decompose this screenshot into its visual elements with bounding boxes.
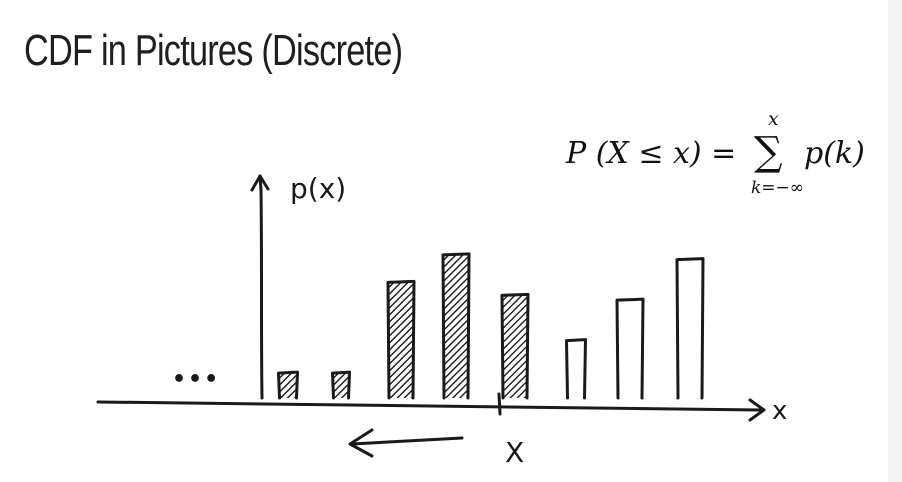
x-value-marker-label: X	[505, 436, 524, 469]
sum-lower-limit: k=−∞	[751, 178, 804, 198]
bar-hatching	[502, 294, 528, 399]
sum-upper-limit: x	[768, 108, 779, 130]
bar-outline	[615, 297, 645, 400]
pmf-bar	[500, 292, 530, 400]
x-value-tick	[497, 392, 502, 416]
bar-outline	[675, 257, 705, 400]
y-axis	[258, 174, 264, 400]
bar-hatching	[278, 372, 298, 398]
pmf-bar	[675, 257, 705, 400]
bar-outline	[565, 338, 587, 400]
bar-hatching	[443, 253, 469, 398]
bar-hatching	[388, 281, 414, 398]
bar-outline	[331, 370, 351, 400]
pmf-bar	[386, 279, 416, 400]
x-axis-label: x	[772, 396, 787, 426]
cumulative-direction-arrowhead	[348, 428, 374, 458]
bar-outline	[500, 292, 530, 400]
cumulative-direction-arrow	[350, 436, 464, 446]
bar-hatching	[332, 372, 350, 398]
formula-summand: p(k)	[804, 136, 865, 171]
pmf-bar	[331, 370, 351, 400]
pmf-bar	[565, 338, 587, 400]
x-axis-arrowhead	[748, 398, 766, 422]
sum-sigma-symbol: ∑	[754, 129, 783, 175]
formula-lhs: P (X ≤ x) =	[566, 136, 737, 171]
right-edge-strip	[888, 0, 902, 482]
bars-group	[277, 252, 705, 400]
y-axis-label: p(x)	[290, 172, 346, 205]
cdf-formula: P (X ≤ x) = x ∑ k=−∞ p(k)	[566, 108, 896, 208]
bar-outline	[277, 370, 299, 400]
ellipsis-dots: •••	[172, 367, 220, 392]
pmf-bar	[277, 370, 299, 400]
x-axis	[96, 400, 762, 412]
bar-outline	[441, 252, 471, 400]
pmf-bar	[615, 297, 645, 400]
bar-outline	[386, 279, 416, 400]
pmf-bar	[441, 252, 471, 400]
slide-title: CDF in Pictures (Discrete)	[24, 26, 403, 75]
y-axis-arrowhead	[250, 174, 270, 192]
